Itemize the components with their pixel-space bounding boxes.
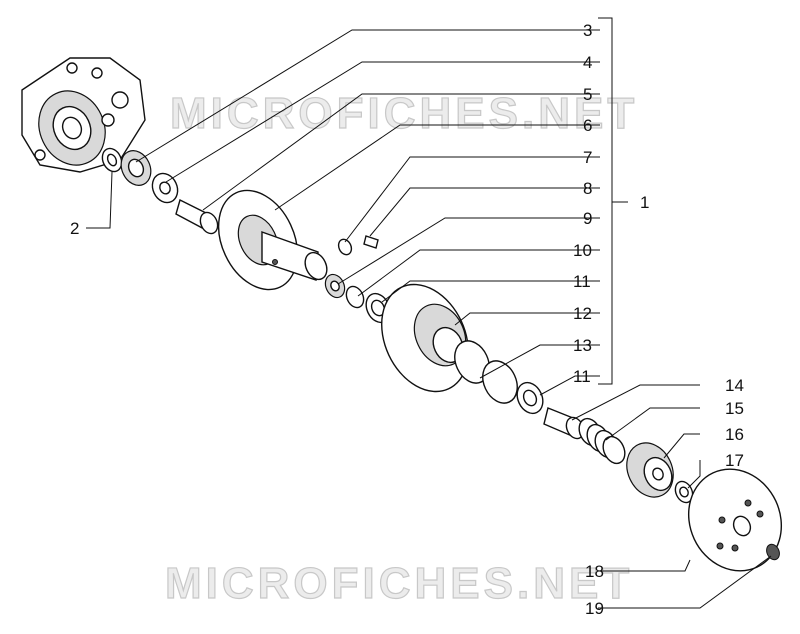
watermark-bottom: MICROFICHES.NET	[165, 559, 633, 608]
callout-8: 8	[583, 179, 592, 198]
ring-part-7	[337, 238, 353, 256]
callout-17: 17	[725, 451, 744, 470]
callout-5: 5	[583, 85, 592, 104]
callout-6: 6	[583, 116, 592, 135]
callout-9: 9	[583, 209, 592, 228]
o-ring-part-10	[345, 285, 365, 309]
spring-part-15	[578, 417, 626, 465]
bushing-part-5	[175, 198, 219, 235]
bearing-part-2	[101, 147, 123, 173]
pulley-half-part-6	[217, 189, 328, 291]
seal-rings-part-13	[454, 340, 518, 404]
engine-case-part	[21, 57, 146, 173]
washer-part-17	[674, 480, 694, 504]
spacer-part-11-lower	[516, 381, 544, 415]
leader-lines	[86, 29, 772, 609]
clutch-part-16	[626, 442, 674, 498]
callout-14: 14	[725, 376, 744, 395]
callout-3: 3	[583, 21, 592, 40]
pulley-half-part-12	[381, 283, 469, 393]
callout-12: 12	[573, 304, 592, 323]
bearing-part-9	[324, 273, 346, 299]
callout-18: 18	[585, 562, 604, 581]
callout-16: 16	[725, 425, 744, 444]
nut-part-19	[766, 543, 780, 561]
callout-4: 4	[583, 53, 592, 72]
washer-part-4	[151, 172, 179, 204]
callout-11-lower: 11	[573, 367, 591, 386]
needle-bearing-part-3	[120, 150, 152, 186]
callout-11-upper: 11	[573, 272, 591, 291]
callout-15: 15	[725, 399, 744, 418]
callout-2: 2	[70, 219, 79, 238]
pin-part-8	[363, 235, 379, 249]
clutch-bell-part-18	[687, 468, 783, 572]
callout-19: 19	[585, 599, 604, 618]
watermark-top: MICROFICHES.NET	[170, 89, 638, 138]
group-bracket	[598, 17, 628, 385]
callout-10: 10	[573, 241, 592, 260]
callout-13: 13	[573, 336, 592, 355]
callout-7: 7	[583, 148, 592, 167]
callout-1: 1	[640, 193, 649, 212]
